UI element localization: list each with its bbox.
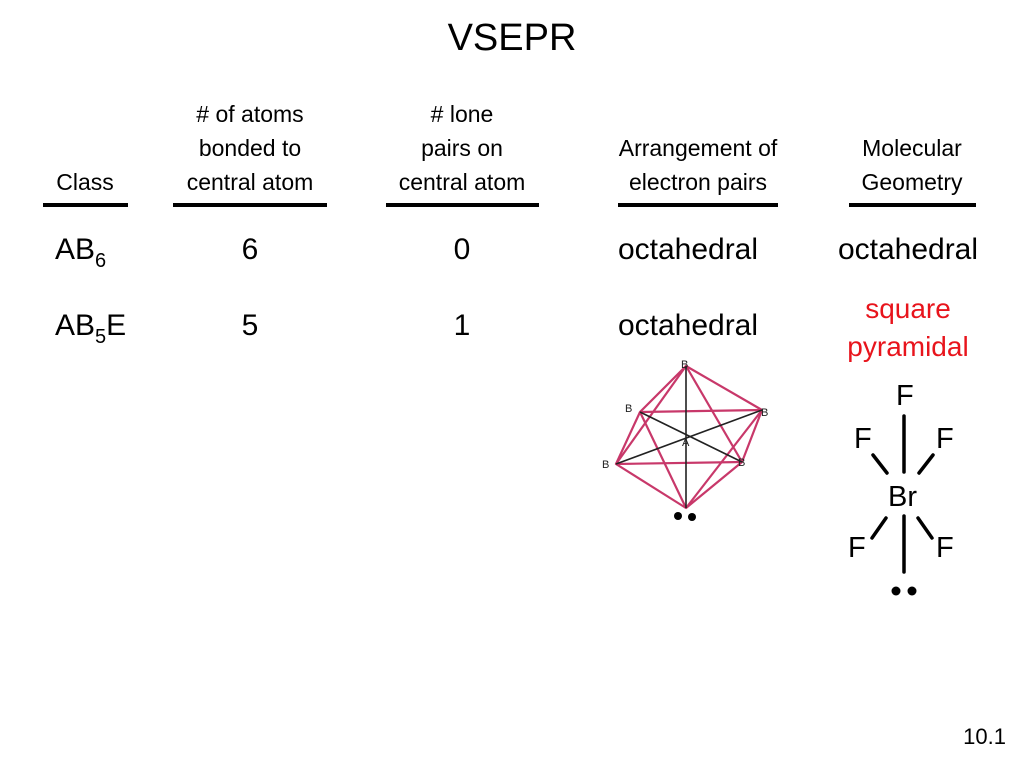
class-subscript: 6 <box>95 250 107 272</box>
header-lone-line: central atom <box>398 169 526 195</box>
brf5-atom-lower-right: F <box>936 532 954 564</box>
header-molecular-geometry: Molecular Geometry <box>822 131 1002 199</box>
octahedron-figure: B B B A B B <box>602 359 768 521</box>
row-ab5e-geometry: square pyramidal <box>812 290 1004 366</box>
page-number: 10.1 <box>963 724 1006 749</box>
brf5-atom-top: F <box>896 380 914 412</box>
geometry-line: square <box>865 293 951 324</box>
header-arrangement: Arrangement of electron pairs <box>588 131 808 199</box>
row-ab6-lone: 0 <box>453 233 471 266</box>
header-arrangement-line: electron pairs <box>628 169 768 195</box>
brf5-atom-center: Br <box>888 481 917 513</box>
header-underline-atoms <box>173 203 327 207</box>
row-ab6-atoms: 6 <box>241 233 259 266</box>
row-ab5e-atoms: 5 <box>241 309 259 342</box>
header-lone-line: pairs on <box>421 135 503 161</box>
oct-label-top: B <box>681 359 688 371</box>
brf5-atom-upper-right: F <box>936 423 954 455</box>
class-suffix: E <box>106 309 127 342</box>
brf5-atom-lower-left: F <box>848 532 866 564</box>
page-title: VSEPR <box>447 17 577 59</box>
lone-pair-dot <box>891 586 901 596</box>
header-arrangement-line: Arrangement of <box>618 135 778 161</box>
header-atoms-line: # of atoms <box>196 101 304 127</box>
oct-label-upper-left: B <box>625 403 632 415</box>
lone-pair-dot <box>688 513 696 521</box>
row-ab5e-arrangement: octahedral <box>617 309 759 342</box>
row-ab6-class: AB6 <box>55 230 106 273</box>
header-geometry-line: Geometry <box>861 169 963 195</box>
header-underline-geometry <box>849 203 976 207</box>
lone-pair-dot <box>907 586 917 596</box>
oct-label-lower-right: B <box>738 457 745 469</box>
header-lone-pairs: # lone pairs on central atom <box>372 97 552 199</box>
header-atoms-line: bonded to <box>198 135 302 161</box>
oct-label-upper-right: B <box>761 407 768 419</box>
header-underline-class <box>43 203 128 207</box>
brf5-structure: F F F Br F F <box>848 380 954 596</box>
class-base: AB <box>55 309 96 342</box>
header-atoms-bonded: # of atoms bonded to central atom <box>160 97 340 199</box>
row-ab6-geometry: octahedral <box>837 233 979 266</box>
header-underline-arrangement <box>618 203 778 207</box>
brf5-atom-upper-left: F <box>854 423 872 455</box>
header-lone-line: # lone <box>430 101 494 127</box>
class-subscript: 5 <box>95 326 107 348</box>
row-ab5e-lone: 1 <box>453 309 471 342</box>
class-base: AB <box>55 233 96 266</box>
row-ab5e-class: AB5E <box>55 306 126 349</box>
oct-label-center: A <box>682 437 690 449</box>
geometry-line: pyramidal <box>847 331 969 362</box>
row-ab6-arrangement: octahedral <box>617 233 759 266</box>
header-geometry-line: Molecular <box>862 135 962 161</box>
header-atoms-line: central atom <box>186 169 314 195</box>
lone-pair-dot <box>674 512 682 520</box>
header-underline-lone <box>386 203 539 207</box>
header-class: Class <box>56 169 114 195</box>
oct-label-lower-left: B <box>602 459 609 471</box>
